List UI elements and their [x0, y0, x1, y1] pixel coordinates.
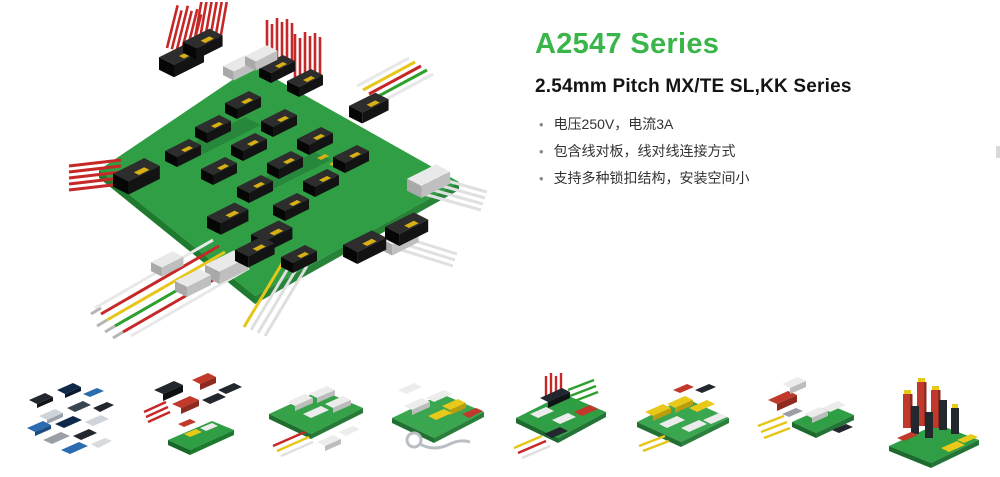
thumbnail-pcb-white-connectors [268, 386, 363, 458]
thumbnail-assorted-housings [27, 383, 114, 454]
hero-product-image [55, 0, 525, 342]
feature-text: 包含线对板，线对线连接方式 [553, 143, 736, 159]
feature-text: 支持多种锁扣结构，安装空间小 [553, 170, 750, 186]
page-edge-mark [996, 146, 1000, 158]
bullet-icon: • [539, 144, 544, 159]
thumbnail-white-red-board [757, 377, 855, 440]
product-info: A2547 Series 2.54mm Pitch MX/TE SL,KK Se… [535, 28, 975, 192]
product-thumbnail-7[interactable] [751, 352, 863, 470]
product-thumbnail-row [0, 345, 1000, 470]
bullet-icon: • [539, 171, 544, 186]
product-thumbnail-4[interactable] [383, 352, 495, 470]
thumbnail-dense-connector-array [888, 378, 979, 468]
feature-item: • 包含线对板，线对线连接方式 [535, 138, 975, 165]
product-thumbnail-2[interactable] [137, 352, 249, 470]
thumbnail-yellow-white-board [637, 384, 730, 453]
product-thumbnail-8[interactable] [874, 352, 986, 470]
product-thumbnail-3[interactable] [260, 352, 372, 470]
product-thumbnail-6[interactable] [628, 352, 740, 470]
thumbnail-pcb-wire-harnesses [513, 373, 607, 460]
product-subtitle: 2.54mm Pitch MX/TE SL,KK Series [535, 76, 852, 97]
pcb-hero-illustration [68, 0, 488, 340]
product-thumbnail-5[interactable] [505, 352, 617, 470]
thumbnail-pcb-cable-assembly [391, 383, 484, 450]
bullet-icon: • [539, 117, 544, 132]
series-title: A2547 Series [535, 28, 720, 60]
feature-item: • 电压250V，电流3A [535, 111, 975, 138]
product-thumbnail-1[interactable] [14, 352, 126, 470]
feature-text: 电压250V，电流3A [553, 116, 674, 132]
feature-item: • 支持多种锁扣结构，安装空间小 [535, 165, 975, 192]
feature-list: • 电压250V，电流3A • 包含线对板，线对线连接方式 • 支持多种锁扣结构… [535, 111, 975, 192]
thumbnail-red-black-kit [143, 373, 242, 455]
